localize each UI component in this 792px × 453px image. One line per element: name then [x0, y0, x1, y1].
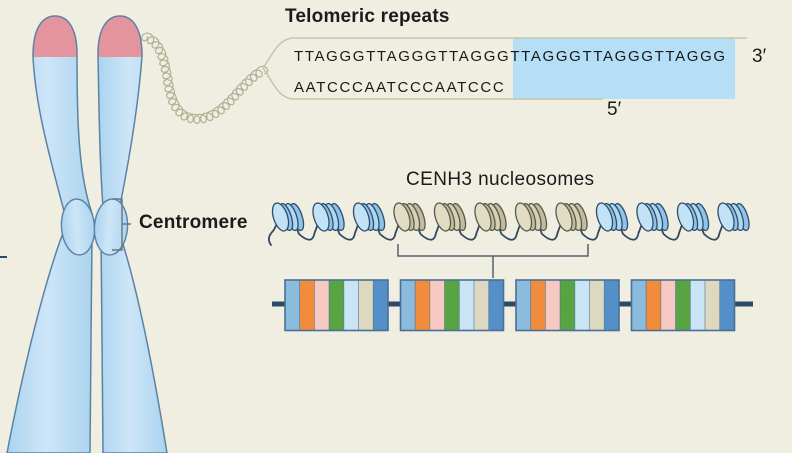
cenh3-nucleosome: [433, 202, 467, 232]
centromere-bracket: [112, 198, 131, 251]
repeat-unit-bar: [574, 279, 590, 331]
repeat-block-group: [515, 279, 620, 332]
h3-nucleosome: [312, 202, 345, 232]
repeat-array: [272, 279, 753, 332]
cenh3-nucleosome: [393, 202, 426, 232]
centromere-label: Centromere: [139, 212, 248, 233]
repeat-unit-bar: [589, 279, 605, 331]
nucleosome-disk: [636, 202, 654, 232]
h3-nucleosome: [636, 202, 669, 232]
repeat-unit-bar: [473, 279, 490, 331]
repeat-unit-bar: [689, 279, 706, 331]
repeat-block-group: [630, 279, 736, 332]
cenh3-nucleosomes-title: CENH3 nucleosomes: [406, 169, 595, 190]
repeat-unit-bar: [704, 279, 721, 331]
nucleosome-disk: [393, 202, 411, 232]
repeat-unit-bar: [488, 279, 504, 331]
repeat-unit-bar: [284, 279, 301, 331]
repeat-unit-bar: [429, 279, 446, 331]
nucleosome-chain: [268, 202, 750, 246]
repeat-block-border: [399, 279, 505, 332]
repeat-unit-bar: [660, 279, 677, 331]
h3-nucleosome: [676, 202, 710, 232]
repeat-unit-bar: [358, 279, 374, 331]
repeat-unit-bar: [343, 279, 359, 331]
repeat-unit-bar: [328, 279, 345, 331]
three-prime-label: 3′: [752, 46, 767, 67]
nucleosome-disk: [474, 202, 492, 232]
dna-coil-icon: [140, 32, 269, 124]
nucleosome-disk: [676, 202, 695, 232]
repeat-block-border: [630, 279, 736, 332]
nucleosome-disk: [595, 202, 614, 232]
chromatid-left: [7, 16, 94, 453]
cenh3-nucleosome: [474, 202, 507, 232]
repeat-block-group: [284, 279, 389, 332]
nucleosome-disk: [312, 202, 330, 232]
telomere-panel-outline-bottom: [262, 67, 603, 100]
cenh3-nucleosome: [514, 202, 548, 232]
telomere-cap-right: [98, 16, 142, 57]
c-strand-sequence: AATCCCAATCCCAATCCC: [294, 79, 506, 96]
nucleosome-disk: [271, 202, 290, 232]
telomeric-repeats-title: Telomeric repeats: [285, 6, 450, 27]
repeat-block-border: [284, 279, 389, 332]
h3-nucleosome: [352, 202, 386, 232]
nucleosome-disk: [514, 202, 533, 232]
h3-nucleosome: [271, 202, 305, 232]
chromosome: [6, 15, 168, 453]
repeat-unit-bar: [400, 279, 416, 331]
repeat-unit-bar: [675, 279, 691, 331]
repeat-unit-bar: [603, 279, 620, 331]
repeat-unit-bar: [545, 279, 561, 331]
repeat-unit-bar: [458, 279, 475, 331]
repeat-unit-bar: [559, 279, 576, 331]
nucleosome-disk: [433, 202, 452, 232]
h3-nucleosome: [595, 202, 629, 232]
chromatid-right: [98, 16, 167, 453]
repeat-unit-bar: [314, 279, 330, 331]
repeat-unit-bar: [299, 279, 315, 331]
nucleosome-disk: [352, 202, 371, 232]
repeat-unit-bar: [719, 279, 735, 331]
nucleosome-disk: [555, 202, 573, 232]
repeat-unit-bar: [631, 279, 647, 331]
repeat-unit-bar: [444, 279, 460, 331]
repeat-unit-bar: [515, 279, 532, 331]
overhang-highlight: [513, 38, 735, 99]
repeat-unit-bar: [372, 279, 389, 331]
nucleosome-disk: [717, 202, 735, 232]
g-strand-sequence: TTAGGGTTAGGGTTAGGGTTAGGGTTAGGGTTAGGG: [294, 48, 727, 65]
telomere-panel-outline-top: [262, 37, 747, 69]
five-prime-label: 5′: [607, 99, 622, 120]
repeat-block-group: [399, 279, 505, 332]
repeat-unit-bar: [530, 279, 546, 331]
repeat-unit-bar: [645, 279, 662, 331]
h3-nucleosome: [717, 202, 750, 232]
cenh3-nucleosome: [555, 202, 588, 232]
repeat-unit-bar: [414, 279, 431, 331]
repeat-block-border: [515, 279, 620, 332]
telomere-cap-left: [33, 16, 77, 57]
cenh3-region-bracket: [397, 244, 589, 278]
